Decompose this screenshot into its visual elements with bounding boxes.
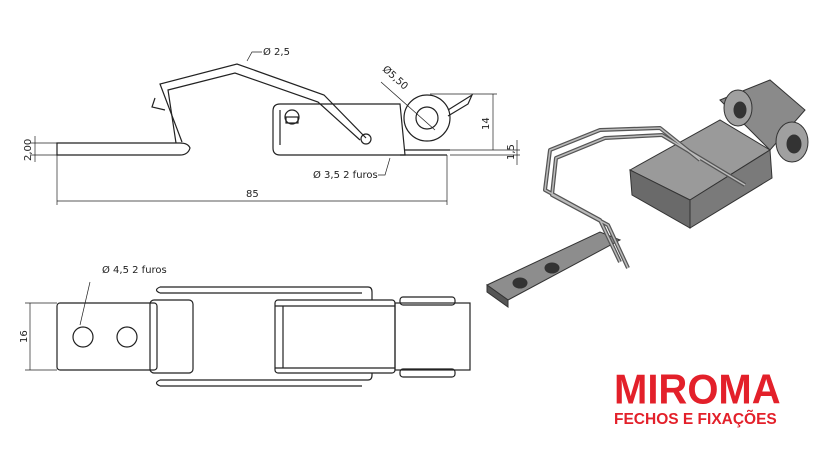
length-dimension: 85 [246, 189, 259, 200]
catch-plate [56, 142, 191, 156]
catch-plate-top [56, 302, 158, 371]
top-view [25, 281, 471, 387]
pin-diameter-label: Ø5,50 [380, 63, 410, 92]
miroma-logo: MIROMA FECHOS E FIXAÇÕES [614, 366, 814, 428]
hole-2 [116, 326, 138, 348]
hole-1 [72, 326, 94, 348]
side-holes-label: Ø 3,5 2 furos [313, 169, 378, 181]
wire-bail-inner [167, 72, 361, 144]
wire-bail-outer [159, 63, 367, 143]
pivot-eye [403, 94, 451, 142]
plate-thickness-dimension: 2,00 [23, 139, 34, 161]
wire-diameter-label: Ø 2,5 [263, 46, 290, 58]
logo-name: MIROMA [614, 366, 781, 414]
latch-body-top [274, 299, 396, 374]
iso-view [486, 79, 809, 308]
width-dimension: 16 [19, 330, 30, 343]
latch-body [272, 103, 406, 156]
height-dimension: 14 [481, 117, 492, 130]
base-thickness-dimension: 1,5 [506, 144, 517, 160]
logo-tagline: FECHOS E FIXAÇÕES [614, 411, 777, 428]
side-view [30, 51, 520, 205]
top-holes-label: Ø 4,5 2 furos [102, 264, 167, 276]
pivot-hole [415, 106, 439, 130]
